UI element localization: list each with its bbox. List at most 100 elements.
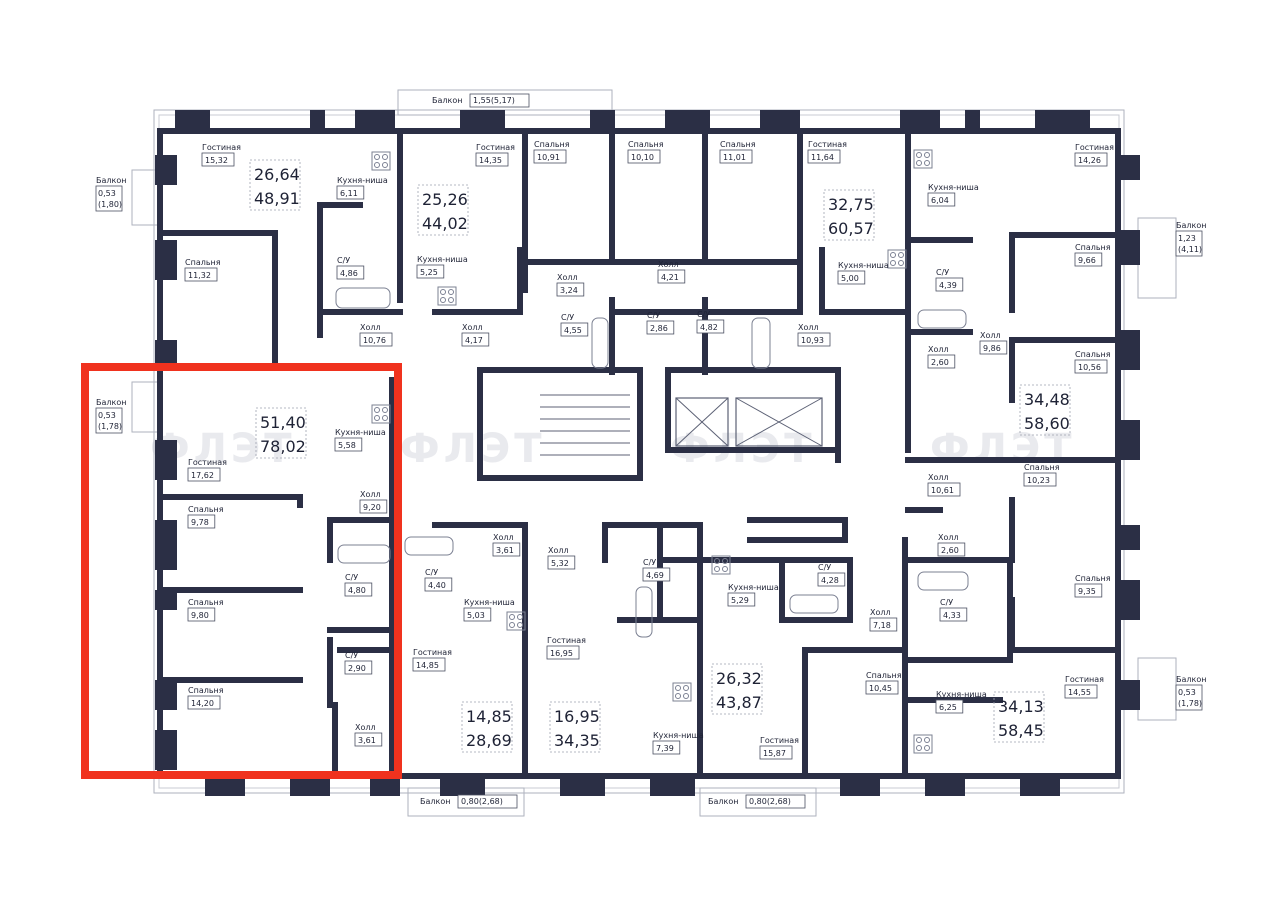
stove-icon <box>887 249 907 269</box>
room-area-value: 14,26 <box>1078 156 1101 165</box>
room-name: Холл <box>360 323 381 332</box>
room-area-box <box>652 740 681 755</box>
room-area-value: 10,76 <box>363 336 386 345</box>
room-area-box <box>807 149 841 164</box>
room-area-value: 4,21 <box>661 273 679 282</box>
window-pier <box>560 776 605 796</box>
room-area-value: 3,61 <box>496 546 514 555</box>
room-area-box <box>201 152 235 167</box>
room-name: Холл <box>360 490 381 499</box>
balcony-outline <box>1137 657 1177 721</box>
room-area-box <box>1074 152 1108 167</box>
balcony-name: Балкон <box>1176 221 1206 230</box>
burner <box>382 162 388 168</box>
room-area-value: 6,25 <box>939 703 957 712</box>
stove-icon <box>371 404 391 424</box>
bathtub-icon <box>789 594 839 614</box>
total-area: 44,02 <box>422 214 468 233</box>
balcony-area-value: 0,80(2,68) <box>461 797 503 806</box>
balcony-area-box <box>745 794 806 809</box>
apartment-area-frame <box>1019 384 1071 436</box>
selected-apartment-highlight[interactable] <box>81 363 402 779</box>
burner <box>683 693 689 699</box>
bathtub-icon <box>404 536 454 556</box>
room-area-box <box>642 567 671 582</box>
room-area-box <box>719 149 753 164</box>
room-area-box <box>1074 252 1103 267</box>
room-name: С/У <box>818 563 831 572</box>
window-pier <box>1115 155 1140 180</box>
apartment-area: 25,26 44,02 <box>417 184 469 236</box>
room-area-value: 11,32 <box>188 271 211 280</box>
apartment-area-frame <box>461 701 513 753</box>
burner <box>890 252 896 258</box>
burner <box>924 152 930 158</box>
burner <box>714 566 720 572</box>
window-pier <box>460 110 505 132</box>
balcony-area-value2: (1,78) <box>98 422 122 431</box>
room-area-value: 5,03 <box>467 611 485 620</box>
room-area-value: 5,32 <box>551 559 569 568</box>
room-area-box <box>546 645 580 660</box>
room-name: Холл <box>870 608 891 617</box>
balcony-name: Балкон <box>96 176 126 185</box>
room-name: Спальня <box>188 598 224 607</box>
room-name: Спальня <box>1075 574 1111 583</box>
fixtures <box>335 149 969 754</box>
room-name: Гостиная <box>413 648 452 657</box>
room-name: Гостиная <box>1065 675 1104 684</box>
living-area: 25,26 <box>422 190 468 209</box>
room-name: Спальня <box>1075 350 1111 359</box>
window-pier <box>665 110 710 132</box>
room-area-value: 4,80 <box>348 586 366 595</box>
room-area-value: 11,64 <box>811 153 834 162</box>
apartment-area-frame <box>549 701 601 753</box>
room-name: Холл <box>355 723 376 732</box>
room-name: Холл <box>798 323 819 332</box>
balcony-outline <box>699 787 817 817</box>
balcony-name: Балкон <box>432 96 462 105</box>
burner <box>509 622 515 628</box>
living-area: 16,95 <box>554 707 600 726</box>
window-pier <box>840 776 880 796</box>
window-pier <box>155 730 177 770</box>
room-area-box <box>359 332 393 347</box>
room-area-box <box>187 514 216 529</box>
room-area-value: 7,18 <box>873 621 891 630</box>
room-area-box <box>869 617 898 632</box>
window-pier <box>925 776 965 796</box>
balcony-area-value: 1,23 <box>1178 234 1196 243</box>
balcony-area-value: 0,53 <box>98 411 116 420</box>
bathtub-icon <box>591 317 609 369</box>
room-area-box <box>657 269 686 284</box>
room-area-value: 9,35 <box>1078 587 1096 596</box>
room-area-box <box>937 542 966 557</box>
room-name: Кухня-ниша <box>936 690 987 699</box>
burner <box>898 260 904 266</box>
room-name: С/У <box>697 310 710 319</box>
burner <box>448 297 454 303</box>
room-name: С/У <box>936 268 949 277</box>
stove-icon <box>371 151 391 171</box>
room-area-value: 9,86 <box>983 344 1001 353</box>
room-name: Кухня-ниша <box>464 598 515 607</box>
room-area-box <box>560 322 589 337</box>
room-area-value: 10,93 <box>801 336 824 345</box>
burner <box>722 558 728 564</box>
